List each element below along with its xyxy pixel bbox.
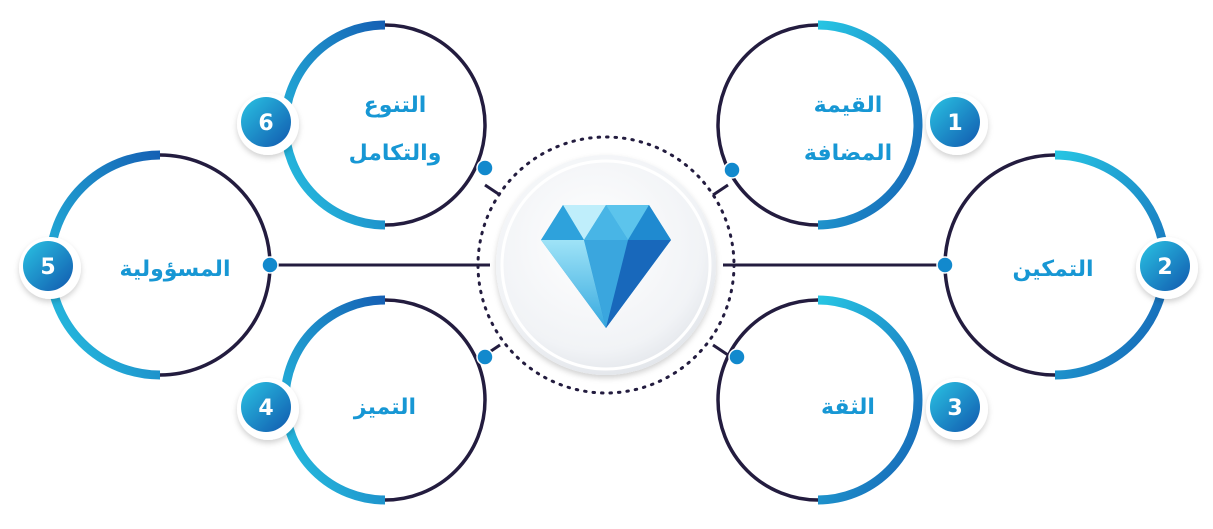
hub-dotted-ring <box>476 135 736 395</box>
badge-number-5: 5 <box>40 255 55 280</box>
ring-arc-3 <box>817 295 923 505</box>
item-label-3: الثقة <box>821 395 875 420</box>
number-badge-1: 1 <box>926 93 988 155</box>
dot-2 <box>936 256 954 274</box>
badge-number-3: 3 <box>947 396 962 421</box>
connector-3 <box>712 343 729 357</box>
item-label-1-line2: المضافة <box>804 141 892 166</box>
item-label-1-line1: القيمة <box>814 93 883 118</box>
number-badge-3: 3 <box>926 378 988 440</box>
connectors <box>272 183 945 357</box>
dot-5 <box>261 256 279 274</box>
item-label-2: التمكين <box>1012 257 1093 282</box>
number-badge-5: 5 <box>19 237 81 299</box>
dot-6 <box>476 159 494 177</box>
diamond-icon <box>541 205 671 328</box>
item-circle-6 <box>280 20 487 230</box>
center-hub <box>476 135 736 395</box>
connector-6 <box>484 183 501 197</box>
item-label-5: المسؤولية <box>120 257 231 282</box>
number-badge-4: 4 <box>237 378 299 440</box>
item-circle-3 <box>716 295 923 505</box>
badge-number-4: 4 <box>258 396 273 421</box>
badge-number-6: 6 <box>258 111 273 136</box>
item-label-6-line2: والتكامل <box>349 141 442 166</box>
number-badge-2: 2 <box>1136 237 1198 299</box>
ring-arc-1 <box>817 20 923 230</box>
badge-number-1: 1 <box>947 111 962 136</box>
dot-1 <box>723 161 741 179</box>
number-badge-6: 6 <box>237 93 299 155</box>
badge-number-2: 2 <box>1157 255 1172 280</box>
hub-inner-ring <box>500 159 712 371</box>
dot-3 <box>728 348 746 366</box>
connector-1 <box>712 183 729 197</box>
item-label-6-line1: التنوع <box>364 93 427 118</box>
dot-4 <box>476 348 494 366</box>
item-label-4: التميز <box>353 395 416 420</box>
item-circle-1 <box>716 20 923 230</box>
connector-dots <box>261 159 954 366</box>
